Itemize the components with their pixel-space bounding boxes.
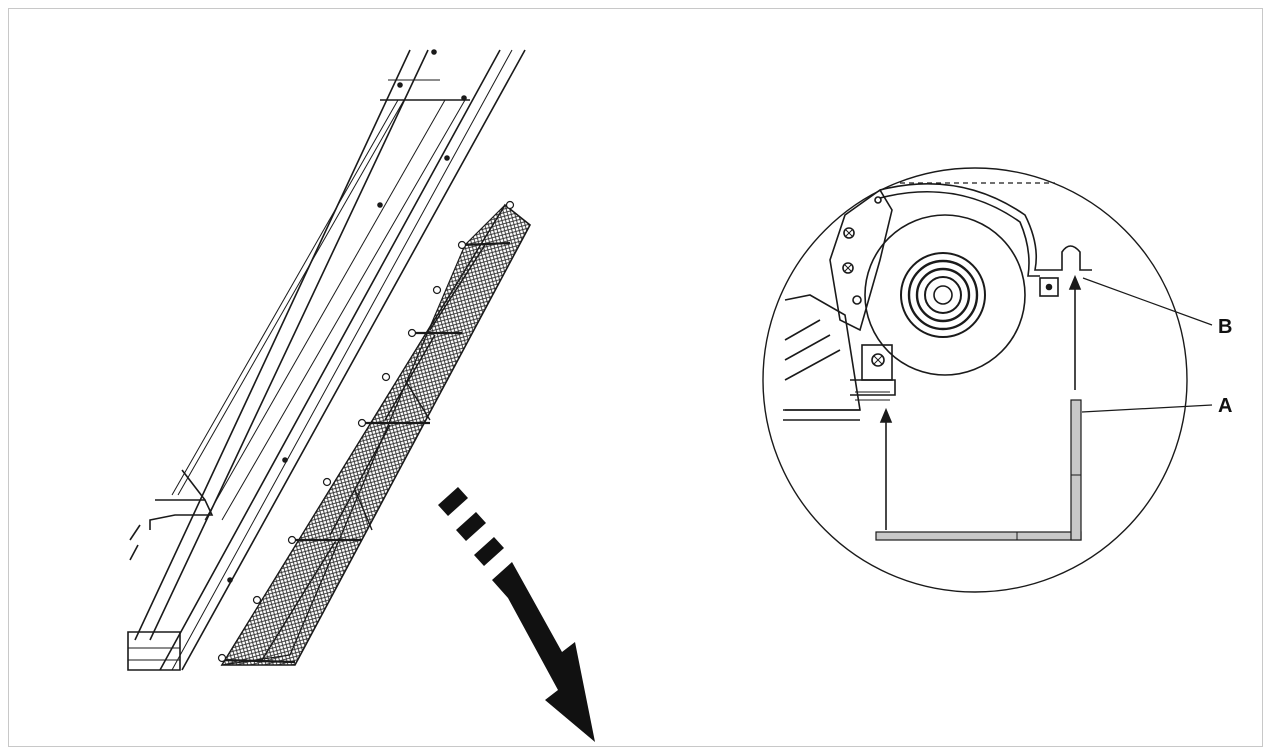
mesh-filter [217, 200, 532, 666]
callout-a-label: A [1218, 395, 1232, 417]
filter-removal-arrow-icon [438, 487, 595, 742]
detail-magnifier [762, 167, 1188, 593]
housing-rail [127, 49, 526, 671]
l-shaped-rod [875, 399, 1082, 541]
leader-lines [1081, 277, 1213, 413]
detail-mechanism [783, 182, 1092, 530]
callout-b-label: B [1218, 316, 1232, 338]
